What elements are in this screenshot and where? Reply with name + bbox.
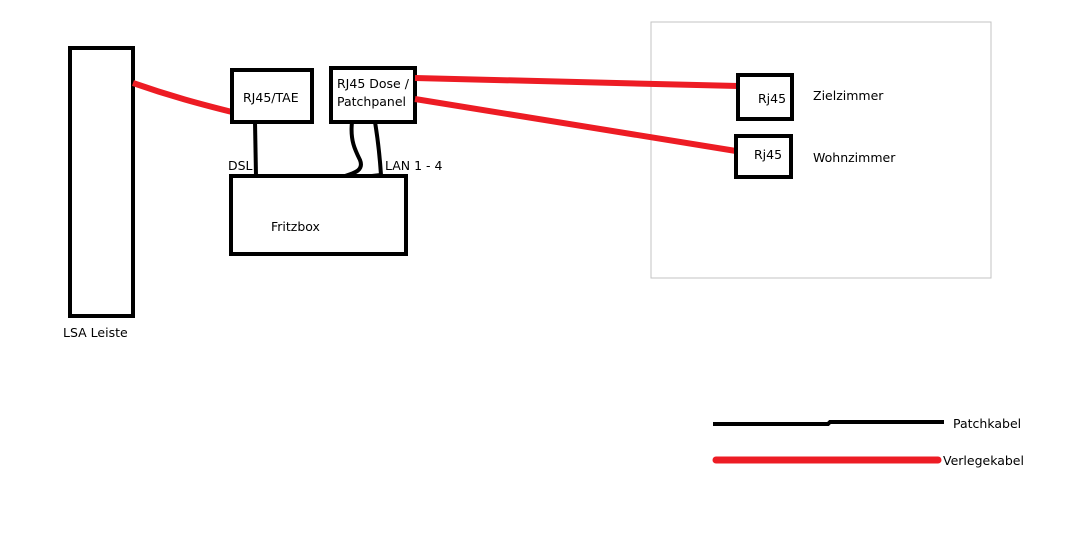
verlegekabel-lsa-tae xyxy=(132,80,233,115)
rj45-tae-box xyxy=(230,68,314,124)
verlegekabel-wohnzimmer xyxy=(414,96,737,154)
patchkabel-lan-1 xyxy=(344,121,363,178)
patchpanel-box xyxy=(329,66,417,124)
legend-patchkabel-line xyxy=(713,420,944,426)
patchpanel-label-2: Patchpanel xyxy=(337,94,406,109)
rj45-wohnzimmer-label: Rj45 xyxy=(754,147,782,162)
fritzbox-label: Fritzbox xyxy=(271,219,320,234)
lsa-leiste-label: LSA Leiste xyxy=(63,325,128,340)
rj45-tae-label: RJ45/TAE xyxy=(243,90,299,105)
fritzbox-box xyxy=(229,174,408,256)
rj45-zielzimmer-box xyxy=(736,73,794,121)
legend-patchkabel-label: Patchkabel xyxy=(953,416,1021,431)
dsl-label: DSL xyxy=(228,158,253,173)
rj45-wohnzimmer-box xyxy=(734,134,793,179)
patchkabel-lan-2 xyxy=(371,121,384,178)
verlegekabel-zielzimmer xyxy=(414,75,739,89)
patchkabel-dsl xyxy=(253,121,258,177)
room-outline xyxy=(650,21,992,279)
patchpanel-label-1: RJ45 Dose / xyxy=(337,76,410,91)
lan-label: LAN 1 - 4 xyxy=(385,158,443,173)
rj45-zielzimmer-label: Rj45 xyxy=(758,91,786,106)
legend-verlegekabel-label: Verlegekabel xyxy=(943,453,1024,468)
lsa-leiste-box xyxy=(68,46,135,318)
zielzimmer-label: Zielzimmer xyxy=(813,88,884,103)
wohnzimmer-label: Wohnzimmer xyxy=(813,150,896,165)
